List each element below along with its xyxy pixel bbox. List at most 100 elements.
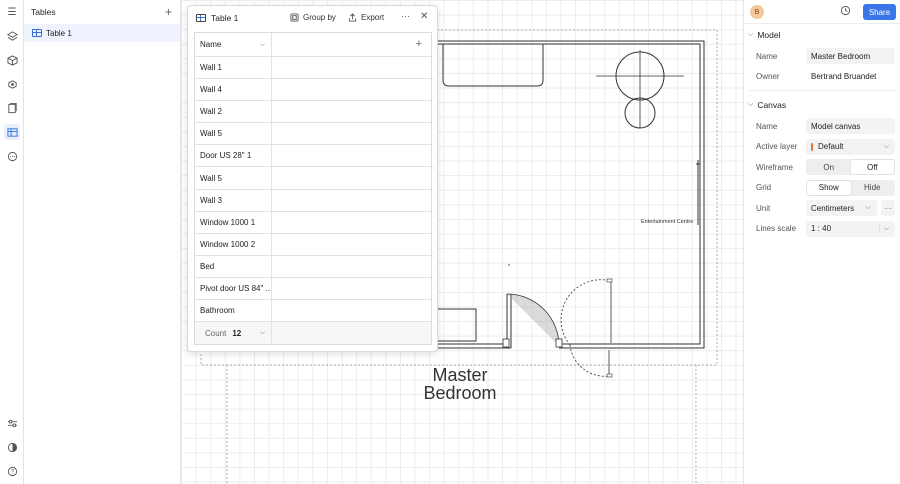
model-name-field[interactable]: Master Bedroom xyxy=(806,48,895,65)
cube-icon[interactable] xyxy=(4,52,20,68)
tables-panel-title: Tables xyxy=(31,7,56,17)
floor-plan-drawing xyxy=(200,29,718,484)
objects-icon[interactable] xyxy=(4,76,20,92)
table-list-item-label: Table 1 xyxy=(46,28,72,38)
svg-text:?: ? xyxy=(10,469,14,475)
table-list-item[interactable]: Table 1 xyxy=(24,24,180,42)
tables-icon[interactable] xyxy=(4,124,20,140)
unit-more-icon[interactable]: ··· xyxy=(881,200,895,217)
comments-icon[interactable] xyxy=(4,148,20,164)
name-column-header[interactable]: Name ⌵ xyxy=(195,33,272,56)
wireframe-off-option[interactable]: Off xyxy=(850,160,894,175)
data-table: Name ⌵ + Wall 1 Wall 4 Wall 2 Wall 5 Doo… xyxy=(194,32,432,346)
count-selector[interactable]: Count 12 ⌵ xyxy=(195,322,272,345)
pages-icon[interactable] xyxy=(4,100,20,116)
grid-hide-option[interactable]: Hide xyxy=(864,183,881,193)
grid-label: Grid xyxy=(756,183,772,193)
group-by-button[interactable]: Group by xyxy=(290,13,336,22)
table-header-row: Name ⌵ + xyxy=(195,33,431,57)
properties-panel: B Share ⌵ Model Name Master Bedroom Owne… xyxy=(743,0,900,484)
row-name-cell[interactable]: Wall 3 xyxy=(195,189,272,211)
chevron-down-icon: ⌵ xyxy=(748,31,754,38)
more-options-icon[interactable]: ··· xyxy=(401,11,410,21)
table-row[interactable]: Wall 5 xyxy=(195,167,431,190)
layer-color-swatch xyxy=(811,142,813,151)
table-row[interactable]: Pivot door US 84" ... xyxy=(195,277,431,301)
row-name-cell[interactable]: Wall 2 xyxy=(195,101,272,123)
table-row[interactable]: Wall 5 xyxy=(195,123,431,146)
row-name-cell[interactable]: Window 1000 2 xyxy=(195,233,272,255)
layers-icon[interactable] xyxy=(4,28,20,44)
chevron-down-icon: ⌵ xyxy=(883,142,889,150)
canvas-section-header[interactable]: ⌵ Canvas xyxy=(744,94,900,116)
avatar[interactable]: B xyxy=(750,5,764,19)
row-name-cell[interactable]: Wall 5 xyxy=(195,123,272,145)
count-value: 12 xyxy=(232,328,242,338)
menu-icon[interactable]: ☰ xyxy=(7,6,17,18)
tables-panel: Tables + Table 1 xyxy=(24,0,181,484)
canvas-section-title: Canvas xyxy=(757,100,787,110)
active-layer-label: Active layer xyxy=(756,142,798,152)
unit-select[interactable]: Centimeters ⌵ xyxy=(806,200,877,217)
settings-sliders-icon[interactable] xyxy=(4,415,20,431)
row-name-cell[interactable]: Pivot door US 84" ... xyxy=(195,277,272,300)
entertainment-centre-label: Entertainment Centre xyxy=(641,219,694,225)
popup-title: Table 1 xyxy=(211,13,239,23)
row-name-cell[interactable]: Wall 4 xyxy=(195,79,272,101)
table-row[interactable]: Window 1000 2 xyxy=(195,233,431,256)
row-name-cell[interactable]: Bed xyxy=(195,255,272,277)
unit-value: Centimeters xyxy=(811,203,855,213)
row-name-cell[interactable]: Wall 1 xyxy=(195,57,272,79)
active-layer-value: Default xyxy=(818,142,844,152)
theme-icon[interactable] xyxy=(4,439,20,455)
model-section-title: Model xyxy=(757,30,781,40)
row-name-cell[interactable]: Window 1000 1 xyxy=(195,211,272,233)
table-row[interactable]: Bed xyxy=(195,255,431,278)
row-name-cell[interactable]: Bathroom xyxy=(195,300,272,322)
grid-toggle: Show Hide xyxy=(806,179,895,196)
canvas-name-field[interactable]: Model canvas xyxy=(806,118,895,135)
lines-scale-select[interactable]: 1 : 40 ⌵ xyxy=(806,220,895,237)
table-icon xyxy=(32,29,42,37)
add-table-icon[interactable]: + xyxy=(164,5,172,19)
export-icon xyxy=(348,13,357,22)
active-layer-select[interactable]: Default ⌵ xyxy=(806,138,895,155)
room-label[interactable]: Master Bedroom xyxy=(423,365,497,403)
help-icon[interactable]: ? xyxy=(4,463,20,479)
divider xyxy=(749,90,895,91)
chevron-down-icon[interactable]: ⌵ xyxy=(259,329,265,337)
count-label: Count xyxy=(205,328,227,338)
export-button[interactable]: Export xyxy=(348,13,384,22)
table-row[interactable]: Door US 28" 1 xyxy=(195,145,431,168)
model-section-header[interactable]: ⌵ Model xyxy=(744,24,900,46)
wireframe-on-option[interactable]: On xyxy=(823,162,835,172)
export-label: Export xyxy=(361,13,385,22)
table-row[interactable]: Wall 4 xyxy=(195,79,431,102)
close-icon[interactable]: ✕ xyxy=(420,11,429,22)
count-row: Count 12 ⌵ xyxy=(195,322,431,345)
lines-scale-label: Lines scale xyxy=(756,224,797,234)
wireframe-toggle: On Off xyxy=(806,159,895,176)
share-button[interactable]: Share xyxy=(863,4,896,20)
history-icon[interactable] xyxy=(840,5,851,19)
left-rail: ☰ ? xyxy=(0,0,24,484)
row-name-cell[interactable]: Door US 28" 1 xyxy=(195,145,272,167)
unit-label: Unit xyxy=(756,203,771,213)
grid-show-option[interactable]: Show xyxy=(807,180,851,195)
chevron-down-icon[interactable]: ⌵ xyxy=(259,40,265,48)
chevron-down-icon: ⌵ xyxy=(748,101,754,108)
wireframe-label: Wireframe xyxy=(756,162,793,172)
canvas-name-label: Name xyxy=(756,121,778,131)
table-icon xyxy=(196,14,206,22)
group-icon xyxy=(290,13,299,22)
table-row[interactable]: Wall 1 xyxy=(195,57,431,80)
row-name-cell[interactable]: Wall 5 xyxy=(195,167,272,189)
table-row[interactable]: Wall 3 xyxy=(195,189,431,212)
owner-label: Owner xyxy=(756,72,780,82)
add-column-icon[interactable]: + xyxy=(415,38,422,50)
table-row[interactable]: Bathroom xyxy=(195,300,431,323)
table-row[interactable]: Window 1000 1 xyxy=(195,211,431,234)
table-row[interactable]: Wall 2 xyxy=(195,101,431,124)
owner-value: Bertrand Bruandet xyxy=(811,72,877,82)
chevron-down-icon: ⌵ xyxy=(878,224,889,233)
